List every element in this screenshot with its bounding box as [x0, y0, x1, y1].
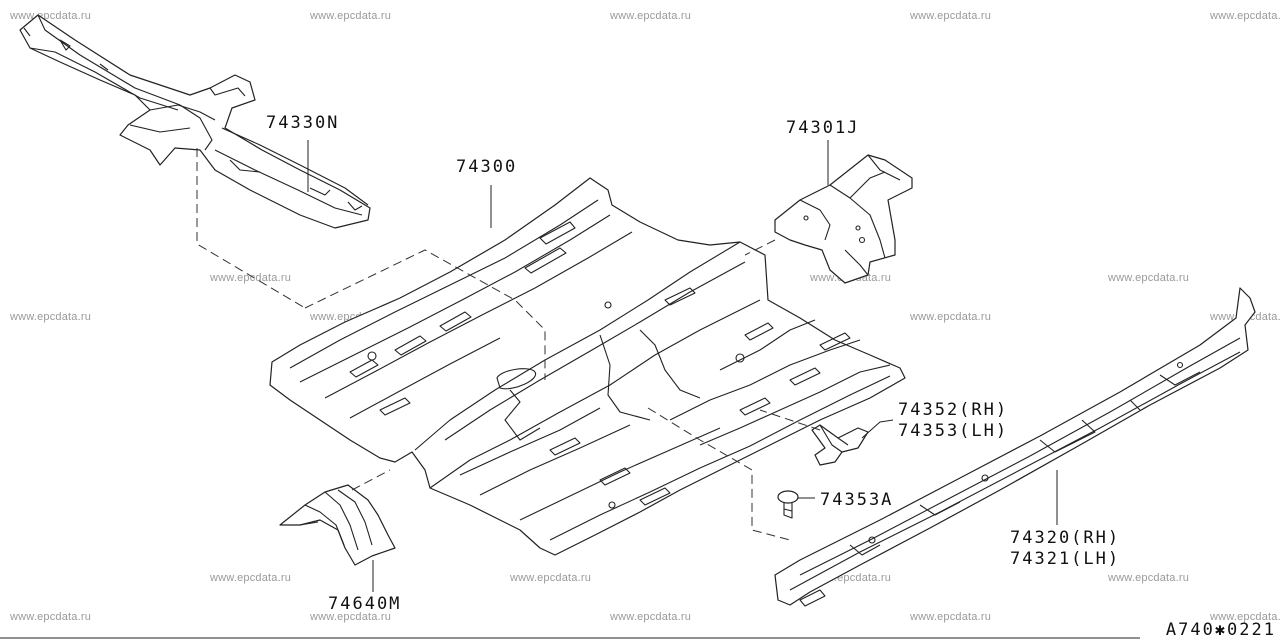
watermark: www.epcdata.ru: [610, 611, 692, 623]
watermark: www.epcdata.ru: [910, 311, 992, 323]
watermark: www.epcdata.ru: [1210, 10, 1280, 22]
callout-74301J[interactable]: 74301J: [786, 118, 860, 138]
side-sill-icon[interactable]: [774, 287, 1256, 607]
watermark: www.epcdata.ru: [10, 10, 92, 22]
watermark: www.epcdata.ru: [210, 272, 292, 284]
cross-member-icon[interactable]: [19, 14, 371, 229]
watermark: www.epcdata.ru: [910, 10, 992, 22]
bracket-icon[interactable]: [811, 424, 869, 466]
watermark: www.epcdata.ru: [10, 611, 92, 623]
watermark: www.epcdata.ru: [10, 311, 92, 323]
callout-74330N[interactable]: 74330N: [266, 113, 340, 133]
diagram-code: A740✱0221: [1165, 620, 1276, 640]
watermark: www.epcdata.ru: [910, 611, 992, 623]
callout-74352[interactable]: 74352(RH): [898, 400, 1009, 420]
callout-74300[interactable]: 74300: [456, 157, 518, 177]
callout-74640M[interactable]: 74640M: [328, 594, 402, 614]
bracket-icon[interactable]: [279, 484, 396, 566]
callout-74321[interactable]: 74321(LH): [1010, 549, 1121, 569]
callout-74353[interactable]: 74353(LH): [898, 421, 1009, 441]
watermark: www.epcdata.ru: [510, 572, 592, 584]
watermark: www.epcdata.ru: [1210, 611, 1280, 623]
callout-74320[interactable]: 74320(RH): [1010, 528, 1121, 548]
floor-pan-icon[interactable]: [269, 177, 906, 556]
clip-icon[interactable]: [777, 490, 799, 519]
watermark: www.epcdata.ru: [610, 10, 692, 22]
watermark: www.epcdata.ru: [1108, 272, 1190, 284]
watermark: www.epcdata.ru: [310, 611, 392, 623]
watermark: www.epcdata.ru: [310, 10, 392, 22]
bracket-icon[interactable]: [774, 154, 913, 284]
callout-74353A[interactable]: 74353A: [820, 490, 894, 510]
watermark: www.epcdata.ru: [210, 572, 292, 584]
watermark: www.epcdata.ru: [1108, 572, 1190, 584]
